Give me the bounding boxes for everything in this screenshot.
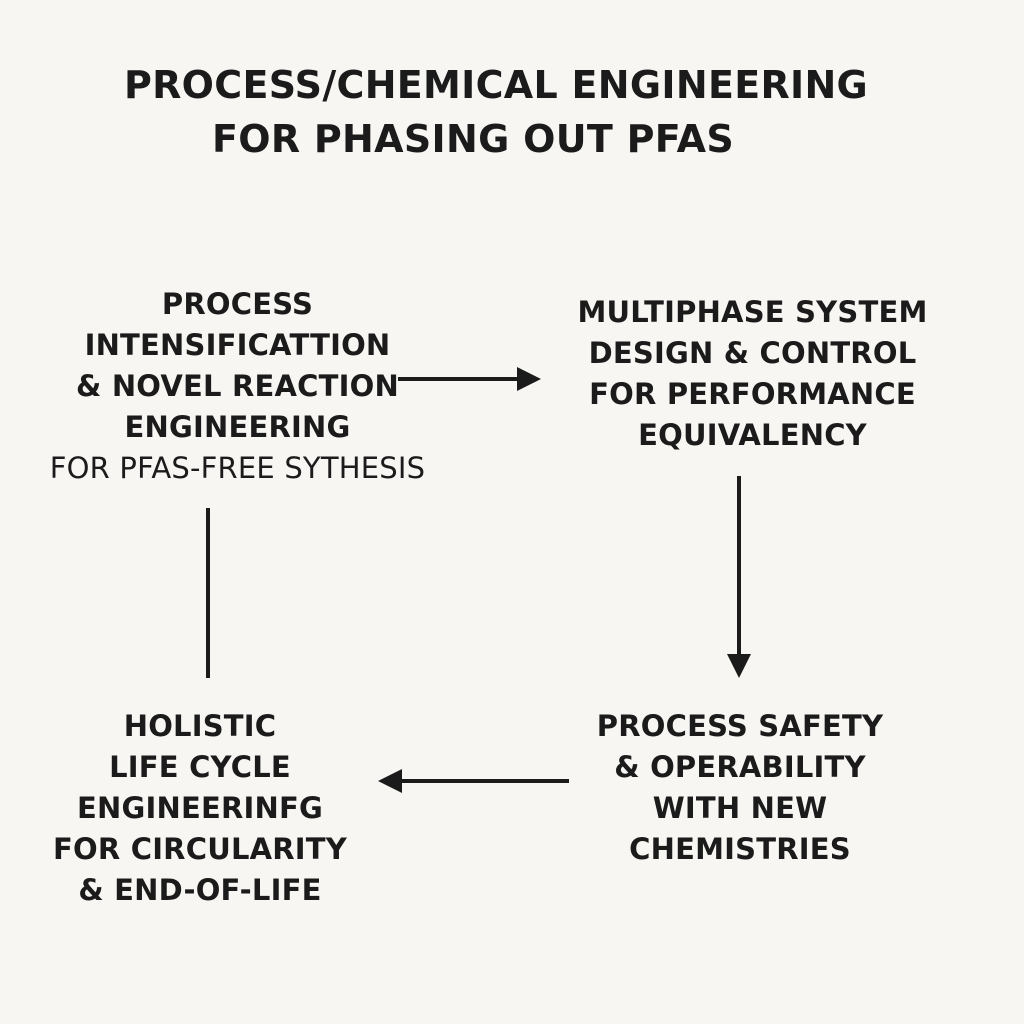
node-text-line: ENGINEERING [124,410,351,444]
node-text-line: & NOVEL REACTION [76,369,399,403]
arrow-right-head [517,367,541,391]
node-multiphase-system: MULTIPHASE SYSTEM DESIGN & CONTROL FOR P… [545,292,960,456]
node-text-line: HOLISTIC [123,709,277,743]
node-text-line: EQUIVALENCY [638,418,867,452]
node-text-line: FOR PFAS-FREE SYTHESIS [49,451,426,485]
title-line-2: FOR PHASING OUT PFAS [211,117,735,161]
node-text-line: LIFE CYCLE [109,750,291,784]
arrow-left [378,769,569,793]
node-text-line: PROCESS [161,287,314,321]
node-text-line: DESIGN & CONTROL [588,336,917,370]
arrow-down-head [727,654,751,678]
node-text-line: & END-OF-LIFE [78,873,322,907]
arrow-down [727,476,751,678]
title-line-1: PROCESS/CHEMICAL ENGINEERING [123,63,869,107]
node-text-line: & OPERABILITY [614,750,866,784]
node-text-line: FOR CIRCULARITY [53,832,347,866]
node-text-line: ENGINEERINFG [77,791,323,825]
diagram-title: PROCESS/CHEMICAL ENGINEERING FOR PHASING… [0,58,1024,166]
node-text-line: CHEMISTRIES [629,832,851,866]
node-text-line: MULTIPHASE SYSTEM [577,295,928,329]
node-text-line: INTENSIFICATTION [84,328,391,362]
node-text-line: FOR PERFORMANCE [589,377,916,411]
node-process-intensification: PROCESS INTENSIFICATTION & NOVEL REACTIO… [20,284,455,489]
node-text-line: PROCESS SAFETY [596,709,884,743]
arrow-left-head [378,769,402,793]
node-text-line: WITH NEW [652,791,828,825]
node-life-cycle: HOLISTIC LIFE CYCLE ENGINEERINFG FOR CIR… [20,706,380,911]
node-process-safety: PROCESS SAFETY & OPERABILITY WITH NEW CH… [545,706,935,870]
